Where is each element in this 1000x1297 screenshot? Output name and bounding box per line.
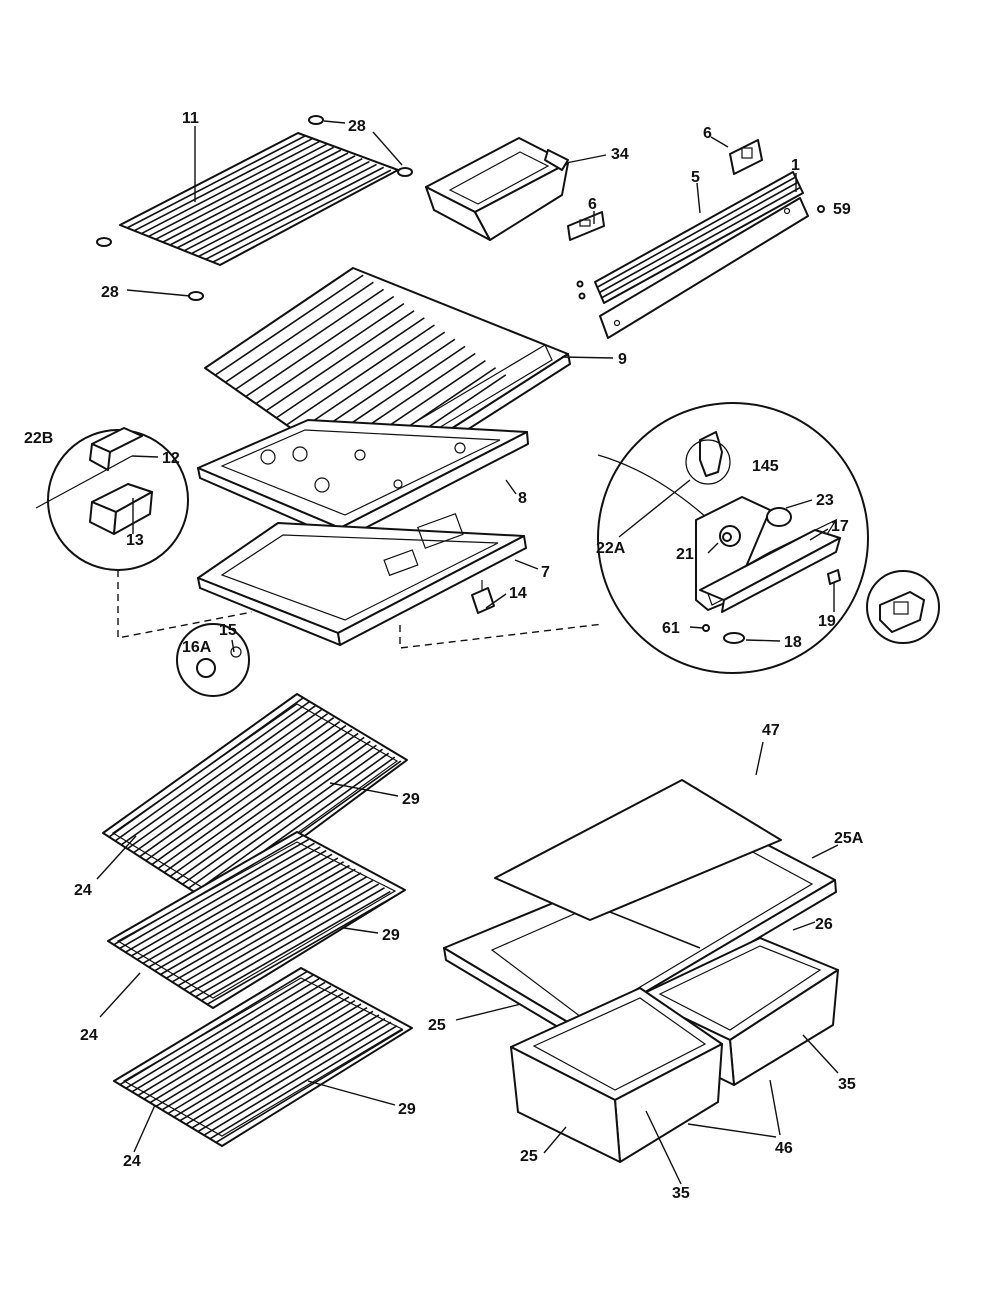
callout-24: 24 [123,1153,141,1170]
wire-shelf-lower [113,967,413,1147]
callout-35: 35 [672,1185,690,1202]
callout-25: 25 [428,1017,446,1034]
callout-1: 1 [791,157,800,174]
callout-6: 6 [588,196,597,213]
callout-145: 145 [752,458,779,475]
trim-screw [576,205,825,300]
air-duct-tray [197,419,529,541]
light-switch-detail-circle [35,427,189,571]
callout-14: 14 [509,585,527,602]
callout-24: 24 [80,1027,98,1044]
light-socket-detail-circle [176,623,250,697]
top-wire-shelf [119,132,399,266]
callout-22b: 22B [24,430,53,447]
callout-61: 61 [662,620,680,637]
callout-labels: 11 28 28 34 6 5 1 59 6 9 22B 12 13 8 7 1… [24,110,864,1202]
control-panel-grille [594,171,804,304]
callout-9: 9 [618,351,627,368]
callout-34: 34 [611,146,629,163]
callout-21: 21 [676,546,694,563]
callout-23: 23 [816,492,834,509]
callout-24: 24 [74,882,92,899]
switch-detail-circle [866,570,940,644]
callout-46: 46 [775,1140,793,1157]
callout-7: 7 [541,564,550,581]
callout-35: 35 [838,1076,856,1093]
callout-25a: 25A [834,830,864,847]
mounting-bracket-top [729,139,763,175]
callout-5: 5 [691,169,700,186]
callout-13: 13 [126,532,144,549]
callout-16a: 16A [182,639,212,656]
ice-tray-bin [425,137,569,241]
callout-28: 28 [348,118,366,135]
shelf-support-peg [96,115,413,301]
callout-12: 12 [162,450,180,467]
detail-circle-connector-lines [117,570,604,649]
callout-19: 19 [818,613,836,630]
callout-15: 15 [219,622,237,639]
temperature-control-detail-circle [597,402,869,674]
mounting-bracket-mid [567,211,605,241]
callout-6: 6 [703,125,712,142]
callout-8: 8 [518,490,527,507]
control-trim-strip [599,197,809,339]
callout-29: 29 [398,1101,416,1118]
callout-28: 28 [101,284,119,301]
wire-connector [471,580,495,614]
callout-29: 29 [402,791,420,808]
callout-22a: 22A [596,540,626,557]
callout-17: 17 [831,518,849,535]
glass-shelf-panel [494,779,782,921]
ceiling-panel [197,512,527,646]
crisper-drawer-left [510,987,723,1163]
callout-26: 26 [815,916,833,933]
callout-11: 11 [182,110,199,127]
callout-25: 25 [520,1148,538,1165]
callout-47: 47 [762,722,780,739]
leader-lines [96,120,839,1185]
wire-shelf-middle [107,831,406,1009]
callout-59: 59 [833,201,851,218]
callout-29: 29 [382,927,400,944]
callout-18: 18 [784,634,802,651]
